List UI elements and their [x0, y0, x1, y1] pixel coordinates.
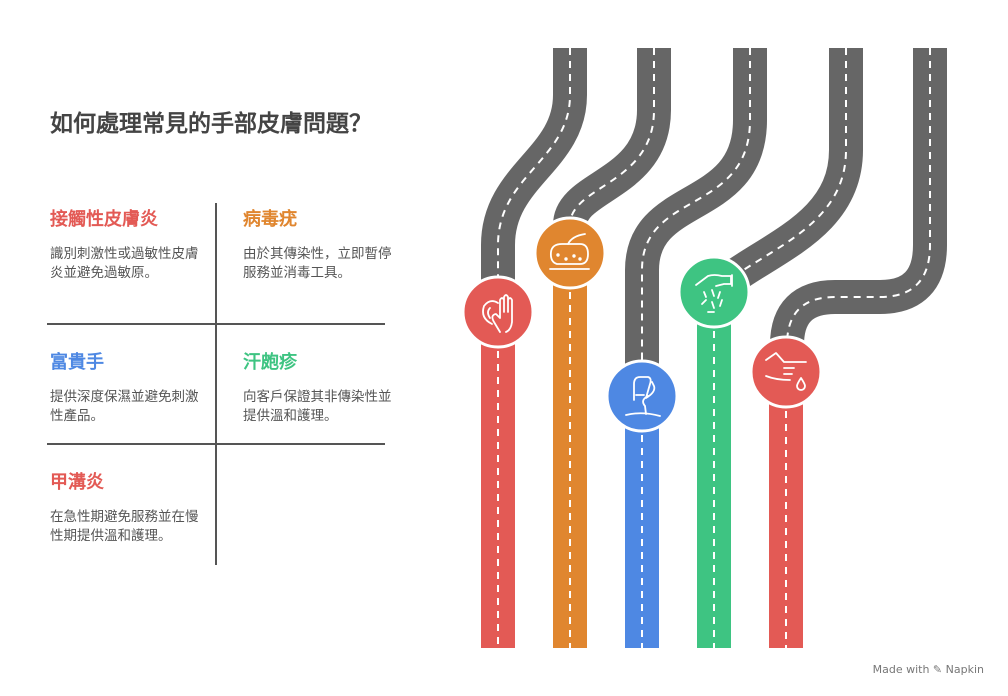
grid-divider-vertical — [215, 203, 217, 565]
napkin-watermark: Made with ✎ Napkin — [872, 663, 984, 676]
item-heading: 甲溝炎 — [50, 472, 104, 493]
item-text: 在急性期避免服務並在慢性期提供溫和護理。 — [50, 509, 199, 544]
node-warts — [533, 216, 607, 290]
pointing-hand-drop-icon — [765, 352, 807, 391]
item-heading: 病毒疣 — [243, 209, 297, 230]
item-paronychia: 甲溝炎 在急性期避免服務並在慢性期提供溫和護理。 — [50, 468, 200, 546]
wart-skin-icon — [549, 233, 590, 270]
item-dyshidrosis: 汗皰疹 向客戶保證其非傳染性並提供溫和護理。 — [243, 348, 393, 426]
node-paronychia — [749, 335, 823, 409]
hand-irritation-icon — [482, 294, 513, 333]
node-hand-eczema — [605, 359, 679, 433]
item-heading: 富貴手 — [50, 352, 104, 373]
lane-red-1 — [481, 312, 515, 648]
node-contact-dermatitis — [461, 275, 535, 349]
item-text: 向客戶保證其非傳染性並提供溫和護理。 — [243, 389, 392, 424]
item-warts: 病毒疣 由於其傳染性，立即暫停服務並消毒工具。 — [243, 205, 393, 283]
item-text: 提供深度保濕並避免刺激性產品。 — [50, 389, 199, 424]
dry-hand-icon — [625, 376, 661, 417]
grid-divider-horizontal — [47, 323, 385, 325]
colored-lanes — [481, 253, 803, 648]
page-title: 如何處理常見的手部皮膚問題？ — [50, 111, 372, 137]
item-text: 識別刺激性或過敏性皮膚炎並避免過敏原。 — [50, 246, 199, 281]
hand-sprinkle-icon — [695, 274, 733, 313]
item-contact-dermatitis: 接觸性皮膚炎 識別刺激性或過敏性皮膚炎並避免過敏原。 — [50, 205, 200, 283]
item-heading: 接觸性皮膚炎 — [50, 209, 158, 230]
item-text: 由於其傳染性，立即暫停服務並消毒工具。 — [243, 246, 392, 281]
node-dyshidrosis — [677, 255, 751, 329]
lane-green — [697, 292, 731, 648]
item-heading: 汗皰疹 — [243, 352, 297, 373]
item-hand-eczema: 富貴手 提供深度保濕並避免刺激性產品。 — [50, 348, 200, 426]
grid-divider-horizontal — [47, 443, 385, 445]
